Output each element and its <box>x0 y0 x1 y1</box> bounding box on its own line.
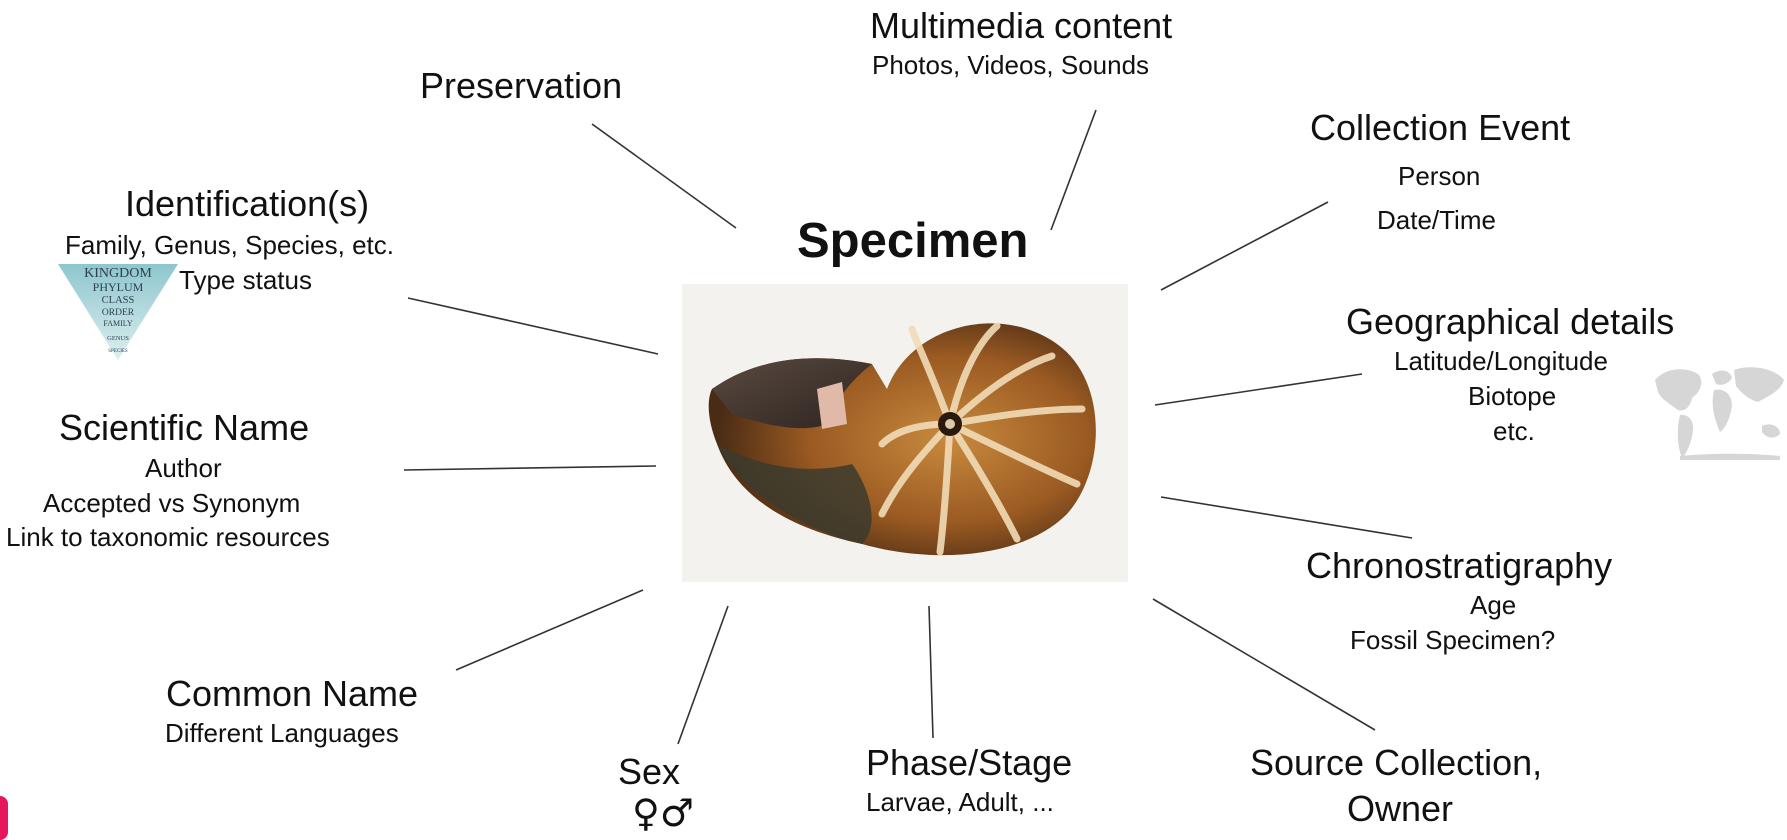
nautilus-shell-image <box>682 284 1128 582</box>
node-phase-stage-title: Phase/Stage <box>866 741 1072 784</box>
node-scientific-name-accepted: Accepted vs Synonym <box>43 488 300 519</box>
node-preservation-title: Preservation <box>420 64 622 107</box>
world-map-icon <box>1650 360 1787 460</box>
connector-sex <box>678 606 728 744</box>
node-collection-event-person: Person <box>1398 161 1480 192</box>
connector-phase-stage <box>929 606 933 738</box>
node-geographical-title: Geographical details <box>1346 300 1674 343</box>
corner-accent <box>0 796 8 840</box>
pyramid-level: KINGDOM <box>84 266 152 281</box>
pyramid-level: CLASS <box>102 295 135 306</box>
pyramid-level: PHYLUM <box>93 280 144 294</box>
node-identification-type-status: Type status <box>179 265 312 296</box>
pyramid-level: SPECIES <box>108 349 128 354</box>
pyramid-level: FAMILY <box>103 319 132 328</box>
node-sex-title: Sex <box>618 750 680 793</box>
node-source-collection-line2: Owner <box>1347 787 1453 830</box>
pyramid-level: ORDER <box>102 308 135 318</box>
node-multimedia-detail: Photos, Videos, Sounds <box>872 50 1149 81</box>
node-geographical-latlon: Latitude/Longitude <box>1394 346 1608 377</box>
node-phase-stage-detail: Larvae, Adult, ... <box>866 787 1054 818</box>
node-scientific-name-link: Link to taxonomic resources <box>6 522 330 553</box>
node-common-name-title: Common Name <box>166 672 418 715</box>
node-chronostratigraphy-fossil: Fossil Specimen? <box>1350 625 1555 656</box>
taxonomy-pyramid-icon: KINGDOM PHYLUM CLASS ORDER FAMILY GENUS … <box>58 262 178 362</box>
node-geographical-etc: etc. <box>1493 416 1535 447</box>
node-collection-event-datetime: Date/Time <box>1377 205 1496 236</box>
connector-chronostratigraphy <box>1161 497 1412 538</box>
connector-common-name <box>456 590 643 670</box>
connector-scientific-name <box>404 466 656 470</box>
specimen-title: Specimen <box>797 212 1028 271</box>
connector-collection-event <box>1161 202 1328 290</box>
pyramid-level: GENUS <box>107 335 129 342</box>
node-identification-title: Identification(s) <box>125 182 369 225</box>
connector-source-collection <box>1153 599 1375 730</box>
node-identification-detail: Family, Genus, Species, etc. <box>65 230 394 261</box>
node-multimedia-title: Multimedia content <box>870 4 1172 47</box>
node-collection-event-title: Collection Event <box>1310 106 1570 149</box>
node-source-collection-line1: Source Collection, <box>1250 741 1542 784</box>
node-scientific-name-author: Author <box>145 453 222 484</box>
sex-symbols-icon: ♀♂ <box>632 794 694 832</box>
node-chronostratigraphy-age: Age <box>1470 590 1516 621</box>
node-scientific-name-title: Scientific Name <box>59 406 309 449</box>
connector-preservation <box>592 124 736 228</box>
connector-identification <box>408 298 658 354</box>
connector-multimedia <box>1051 110 1096 230</box>
connector-geographical <box>1155 374 1362 405</box>
node-common-name-detail: Different Languages <box>165 718 399 749</box>
node-geographical-biotope: Biotope <box>1468 381 1556 412</box>
node-chronostratigraphy-title: Chronostratigraphy <box>1306 544 1612 587</box>
